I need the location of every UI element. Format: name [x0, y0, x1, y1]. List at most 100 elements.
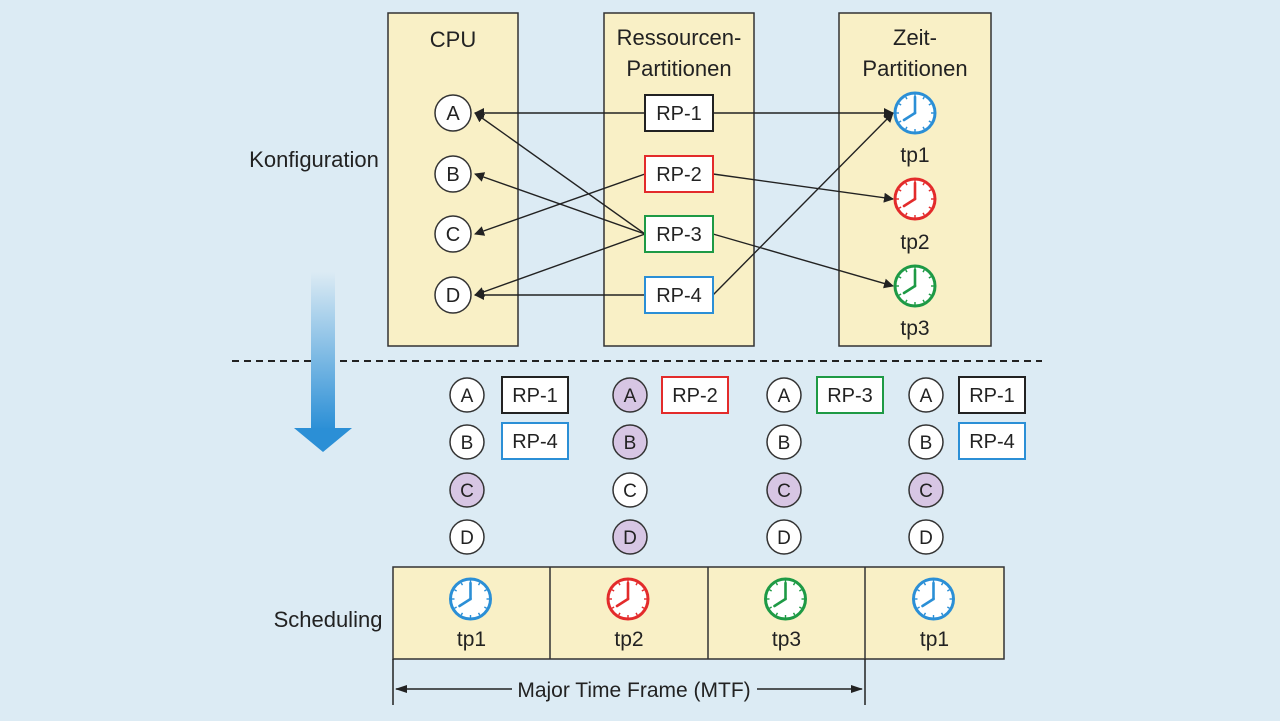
mtf-bracket	[392, 659, 866, 705]
resource-partition-rp-4: RP-4	[644, 276, 714, 314]
schedule-column-2: A BCD RP-2	[612, 376, 729, 555]
connection-arrow	[712, 112, 894, 296]
timeline-slot-label: tp1	[457, 628, 486, 651]
schedule-partition-rp-2: RP-2	[661, 376, 729, 414]
resource-partition-label: RP-4	[656, 285, 702, 307]
schedule-core-b: B	[612, 424, 648, 460]
schedule-partition-label: RP-1	[969, 385, 1015, 407]
clock-icon	[449, 577, 492, 621]
cpu-core-a: A	[434, 94, 472, 132]
clock-icon	[893, 177, 937, 221]
resource-partition-label: RP-1	[656, 103, 702, 125]
time-partition-label: tp3	[900, 317, 929, 340]
schedule-core-label: B	[461, 433, 474, 454]
resource-partition-rp-1: RP-1	[644, 94, 714, 132]
schedule-column-3: A B C D RP-3	[766, 376, 884, 555]
time-partition-label: tp1	[900, 144, 929, 167]
timeline-slot-2: tp2	[549, 567, 650, 659]
schedule-core-c: C	[449, 472, 485, 508]
schedule-core-label: D	[919, 528, 933, 549]
configuration-label: Konfiguration	[249, 147, 379, 172]
schedule-partition-rp-3: RP-3	[816, 376, 884, 414]
clock-icon	[893, 91, 937, 135]
schedule-core-label: D	[460, 528, 474, 549]
schedule-core-label: A	[624, 386, 637, 407]
resource-partition-label: RP-2	[656, 164, 702, 186]
connection-arrow	[712, 173, 894, 203]
schedule-core-b: B	[449, 424, 485, 460]
schedule-partition-label: RP-2	[672, 385, 718, 407]
schedule-core-b: B	[908, 424, 944, 460]
schedule-core-label: C	[460, 481, 474, 502]
schedule-column-1: A B C D RP-1RP-4	[449, 376, 569, 555]
schedule-core-label: D	[623, 528, 637, 549]
cpu-core-label: B	[446, 164, 459, 186]
resource-partition-label: RP-3	[656, 224, 702, 246]
schedule-core-a: A	[612, 377, 648, 413]
schedule-core-label: A	[920, 386, 933, 407]
schedule-core-a: A	[449, 377, 485, 413]
schedule-core-a: A	[766, 377, 802, 413]
schedule-partition-label: RP-3	[827, 385, 873, 407]
timeline-slot-4: tp1	[864, 567, 955, 659]
timeline-slot-3: tp3	[707, 567, 807, 659]
cpu-core-d: D	[434, 276, 472, 314]
schedule-core-label: B	[624, 433, 637, 454]
schedule-partition-rp-1: RP-1	[958, 376, 1026, 414]
schedule-core-label: A	[461, 386, 474, 407]
timeline-cells: tp1 tp2 tp3 tp1	[449, 567, 955, 659]
configuration-section: Konfiguration CPU Ressourcen- Partitione…	[249, 12, 992, 347]
schedule-core-d: D	[449, 519, 485, 555]
time-partition-items: tp1 tp2 tp3	[893, 91, 937, 340]
scheduling-label: Scheduling	[274, 607, 383, 632]
schedule-partition-label: RP-4	[969, 431, 1015, 453]
clock-icon	[893, 264, 937, 308]
schedule-core-label: A	[778, 386, 791, 407]
config-connections	[474, 108, 894, 300]
time-partitions-title-2: Partitionen	[862, 56, 967, 81]
connection-arrow	[712, 233, 894, 289]
cpu-core-label: D	[446, 285, 460, 307]
schedule-partition-label: RP-4	[512, 431, 558, 453]
timeline-bar	[392, 566, 1005, 660]
clock-icon	[764, 577, 807, 621]
time-partition-tp1: tp1	[893, 91, 937, 167]
timeline-slot-label: tp2	[614, 628, 643, 651]
clock-icon	[912, 577, 955, 621]
resource-partitions-title-2: Partitionen	[626, 56, 731, 81]
mtf-label: Major Time Frame (MTF)	[517, 679, 750, 702]
schedule-partition-label: RP-1	[512, 385, 558, 407]
schedule-core-d: D	[766, 519, 802, 555]
schedule-core-a: A	[908, 377, 944, 413]
schedule-column-4: A BCD RP-1RP-4	[908, 376, 1026, 555]
schedule-core-c: C	[612, 472, 648, 508]
resource-partition-boxes: RP-1RP-2RP-3RP-4	[644, 94, 714, 314]
schedule-core-c: C	[908, 472, 944, 508]
cpu-core-label: A	[446, 103, 460, 125]
time-partitions-title-1: Zeit-	[893, 25, 937, 50]
schedule-partition-rp-4: RP-4	[501, 422, 569, 460]
schedule-core-label: D	[777, 528, 791, 549]
cpu-cores: A B C D	[434, 94, 472, 314]
schedule-core-label: B	[778, 433, 791, 454]
connection-arrow	[474, 233, 646, 297]
schedule-core-label: B	[920, 433, 933, 454]
schedule-core-d: D	[908, 519, 944, 555]
cpu-core-c: C	[434, 215, 472, 253]
schedule-core-label: C	[777, 481, 791, 502]
timeline-slot-1: tp1	[449, 577, 492, 651]
schedule-core-b: B	[766, 424, 802, 460]
time-partition-label: tp2	[900, 231, 929, 254]
schedule-partition-rp-1: RP-1	[501, 376, 569, 414]
schedule-partition-rp-4: RP-4	[958, 422, 1026, 460]
cpu-core-label: C	[446, 224, 460, 246]
down-arrow-icon	[294, 272, 352, 452]
time-partition-tp2: tp2	[893, 177, 937, 254]
resource-partition-rp-2: RP-2	[644, 155, 714, 193]
timeline-slot-label: tp1	[920, 628, 949, 651]
timeline-slot-label: tp3	[772, 628, 801, 651]
clock-icon	[606, 577, 650, 621]
